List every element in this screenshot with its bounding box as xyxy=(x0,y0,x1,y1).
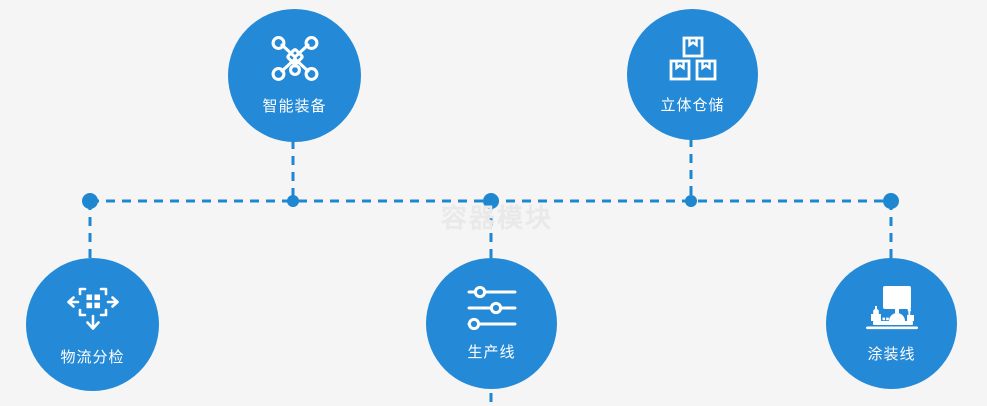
node-label-smart-equipment: 智能装备 xyxy=(262,98,327,115)
node-label-painting-line: 涂装线 xyxy=(867,345,916,363)
paint-booth-icon xyxy=(863,284,921,332)
watermark-text: 容器模块 xyxy=(440,203,553,233)
node-label-production-line: 生产线 xyxy=(467,343,516,361)
junction-dot-painting-line xyxy=(883,193,899,209)
stacked-boxes-icon xyxy=(668,35,718,83)
node-label-logistics-sorting: 物流分检 xyxy=(60,348,125,366)
junction-dot-stereo-warehouse xyxy=(685,195,697,207)
junction-dot-smart-equipment xyxy=(287,195,299,207)
logistics-sorting-icon xyxy=(65,283,121,333)
node-smart-equipment[interactable]: 智能装备 xyxy=(228,9,361,142)
junction-dot-sorting xyxy=(82,193,98,209)
node-painting-line[interactable]: 涂装线 xyxy=(826,258,957,389)
node-logistics-sorting[interactable]: 物流分检 xyxy=(26,258,159,391)
node-stereo-warehouse[interactable]: 立体仓储 xyxy=(627,9,758,140)
junction-dot-production-line xyxy=(483,193,499,209)
node-production-line[interactable]: 生产线 xyxy=(426,258,557,389)
node-label-stereo-warehouse: 立体仓储 xyxy=(660,96,725,114)
network-nodes-icon xyxy=(269,35,321,83)
sliders-icon xyxy=(466,285,518,330)
